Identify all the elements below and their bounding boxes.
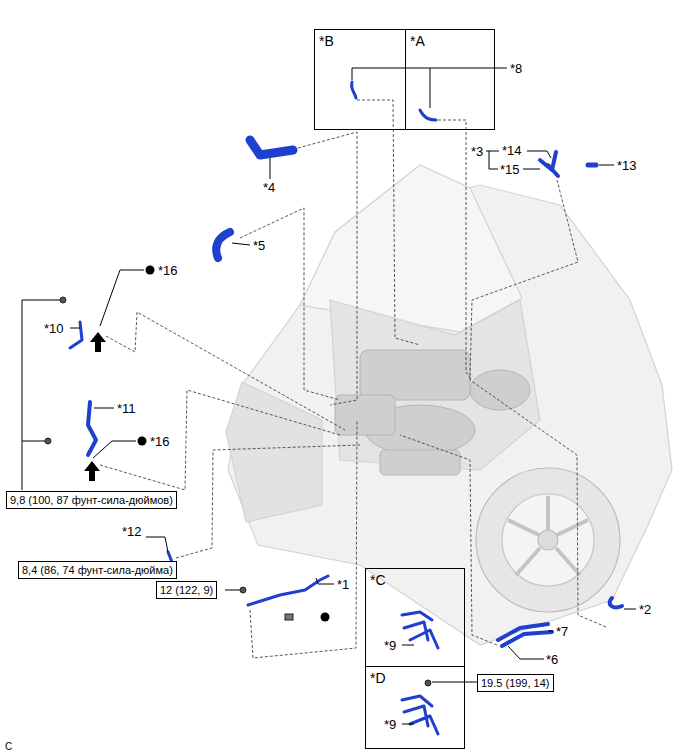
view-code: *B xyxy=(319,33,334,49)
callout-number: *6 xyxy=(545,652,559,667)
torque-box: 9,8 (100, 87 фунт-сила-дюймов) xyxy=(6,491,177,509)
callout-number: *8 xyxy=(509,61,523,76)
torque-value: 19.5 (199, 14) xyxy=(481,677,550,689)
engine-parts xyxy=(335,350,530,475)
view-panel: *D xyxy=(365,666,465,749)
callout-number: *5 xyxy=(252,238,266,253)
view-panel: *C xyxy=(365,568,465,667)
callout-number: *7 xyxy=(555,624,569,639)
callout-number: *12 xyxy=(121,524,143,539)
view-panel: *A xyxy=(405,29,495,130)
torque-value: 8,4 (86, 74 фунт-сила-дюйма) xyxy=(22,564,173,576)
callout-number: *1 xyxy=(336,577,350,592)
view-code: *C xyxy=(370,572,386,588)
callout-number: *11 xyxy=(116,401,137,416)
figure-code: C xyxy=(4,741,13,753)
callout-number: *10 xyxy=(43,321,65,336)
callout-number: *9 xyxy=(383,638,397,653)
view-code: *D xyxy=(370,670,386,686)
view-code: *A xyxy=(410,33,425,49)
callout-number: *14 xyxy=(501,143,523,158)
callout-number: *3 xyxy=(470,144,484,159)
leader-lines xyxy=(22,68,636,724)
callout-number: *16 xyxy=(149,434,171,449)
callout-number: *9 xyxy=(383,717,397,732)
callout-number: *15 xyxy=(499,162,521,177)
torque-box: 12 (122, 9) xyxy=(156,581,217,599)
view-panel: *B xyxy=(314,29,406,130)
callout-number: *2 xyxy=(638,602,652,617)
hose-parts xyxy=(70,82,622,734)
torque-box: 8,4 (86, 74 фунт-сила-дюйма) xyxy=(18,561,177,579)
callout-number: *13 xyxy=(616,158,638,173)
callout-number: *16 xyxy=(157,263,179,278)
callout-number: *4 xyxy=(262,180,276,195)
torque-value: 9,8 (100, 87 фунт-сила-дюймов) xyxy=(10,494,173,506)
torque-box: 19.5 (199, 14) xyxy=(477,674,554,692)
torque-value: 12 (122, 9) xyxy=(160,584,213,596)
vehicle-outline xyxy=(226,165,672,645)
